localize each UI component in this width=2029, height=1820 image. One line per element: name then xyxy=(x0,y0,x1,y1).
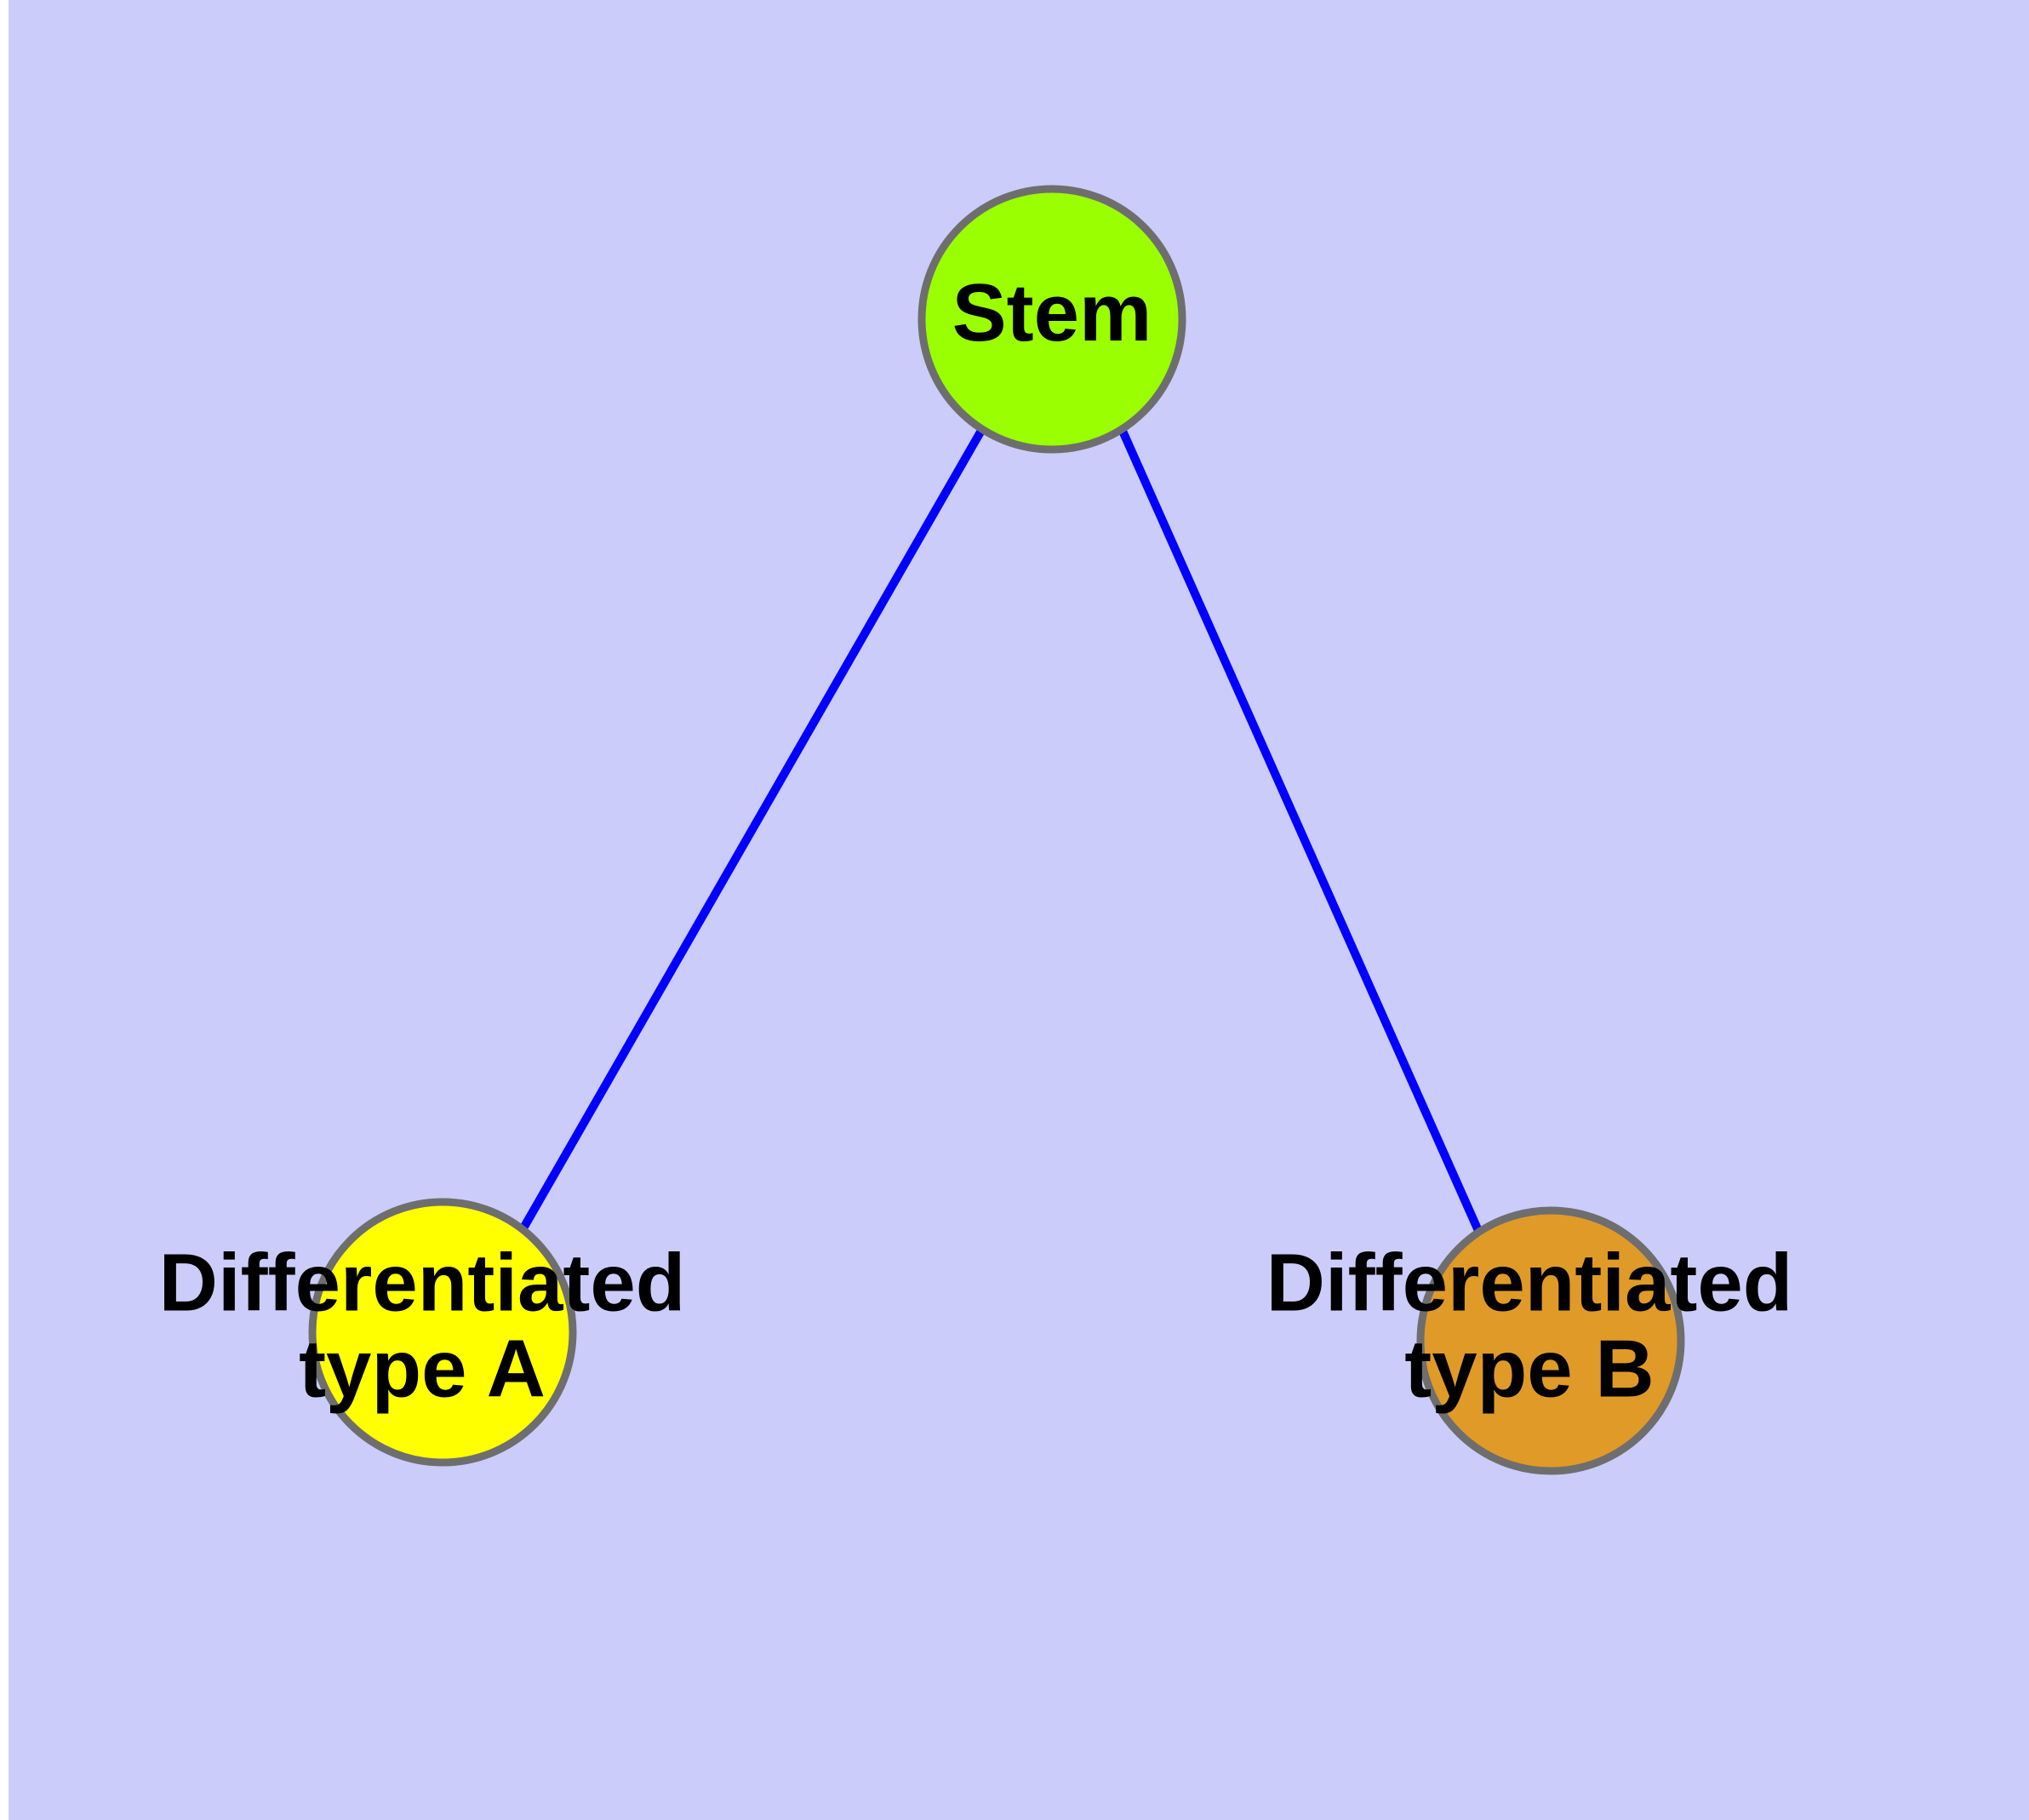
label-line: Stem xyxy=(952,267,1152,358)
node-differentiated-type-a[interactable] xyxy=(308,1198,577,1467)
node-stem[interactable] xyxy=(917,185,1186,454)
edge-group xyxy=(520,426,1483,1235)
node-group xyxy=(308,185,1685,1475)
edge-stem-to-differentiated-type-a[interactable] xyxy=(520,426,986,1229)
node-differentiated-type-a-circle[interactable] xyxy=(308,1198,577,1467)
node-differentiated-type-b[interactable] xyxy=(1416,1206,1685,1475)
node-differentiated-type-b-circle[interactable] xyxy=(1416,1206,1685,1475)
label-line: Differentiated xyxy=(159,1238,686,1329)
node-stem-circle[interactable] xyxy=(917,185,1186,454)
edge-stem-to-differentiated-type-b[interactable] xyxy=(1117,426,1483,1235)
label-line: type A xyxy=(299,1324,546,1415)
label-line: type B xyxy=(1404,1324,1654,1415)
node-stem-label: Stem xyxy=(952,267,1152,358)
label-line: Differentiated xyxy=(1266,1238,1793,1329)
